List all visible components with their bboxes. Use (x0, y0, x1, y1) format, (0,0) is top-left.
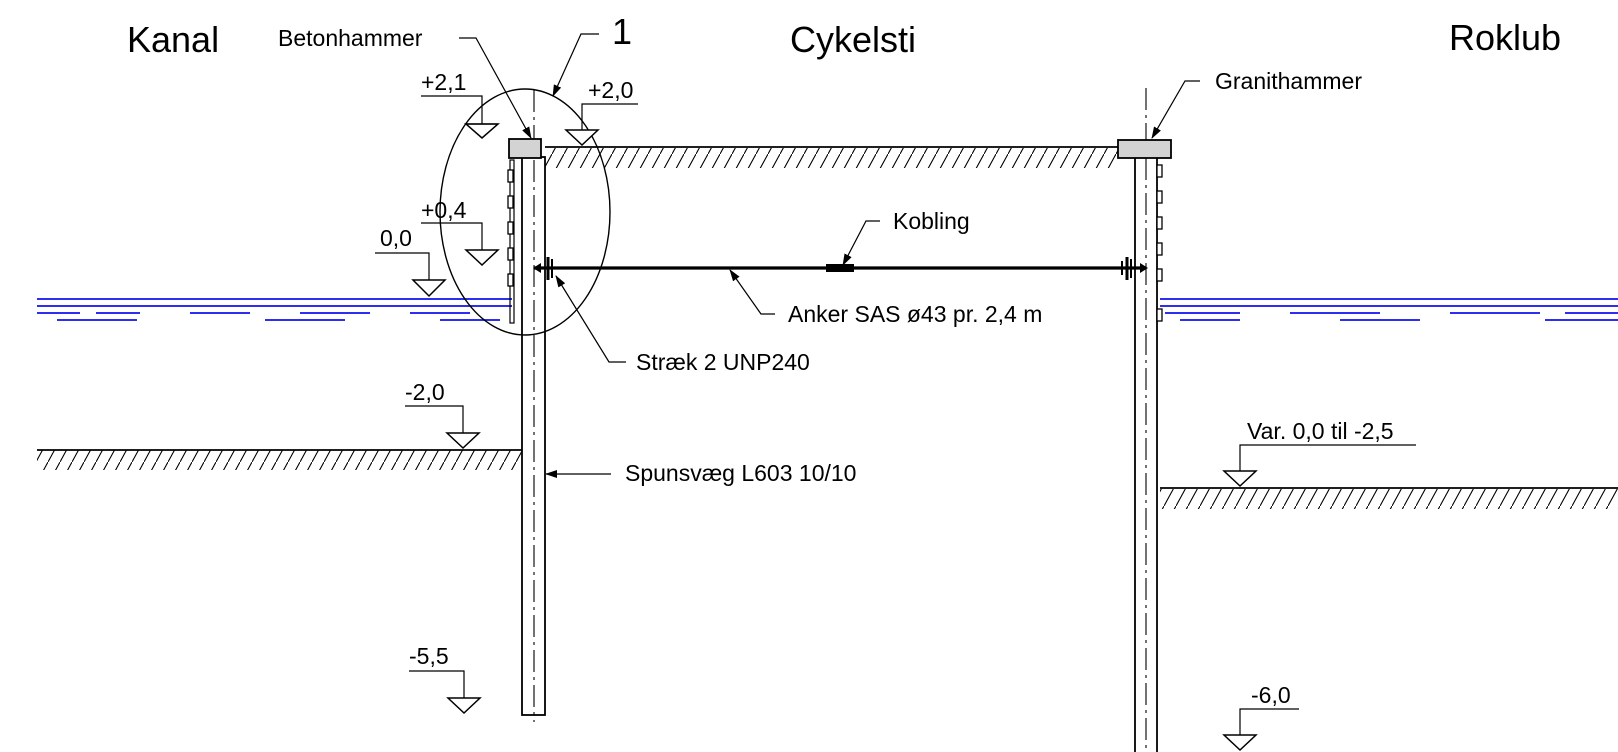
water-right (1160, 298, 1618, 321)
region-title-kanal: Kanal (127, 19, 219, 60)
water-left (37, 298, 512, 321)
left-timber-fenders (507, 169, 514, 287)
waler-callout: Stræk 2 UNP240 (555, 275, 810, 375)
level-marker-top-path: +2,0 (564, 77, 638, 147)
right-sheet-pile (1134, 88, 1158, 752)
cycle-path-surface (545, 146, 1118, 168)
detail-number: 1 (612, 11, 632, 52)
granite-cap-callout: Granithammer (1151, 68, 1362, 139)
level-marker-variable: Var. 0,0 til -2,5 (1222, 418, 1416, 488)
coupling-label: Kobling (893, 208, 970, 234)
right-timber-fenders (1156, 164, 1163, 322)
detail-callout: 1 (552, 11, 632, 97)
level-marker-water: 0,0 (375, 225, 447, 298)
detail-circle (439, 88, 611, 336)
roklub-ground (1160, 487, 1618, 509)
anchor-label: Anker SAS ø43 pr. 2,4 m (788, 301, 1042, 327)
level-marker-left-toe: -5,5 (409, 643, 482, 715)
right-anchor-plate (1121, 257, 1148, 280)
region-title-roklub: Roklub (1449, 17, 1561, 58)
left-sheet-pile (509, 90, 546, 722)
left-anchor-plate (533, 257, 553, 280)
sheet-pile-callout: Spunsvæg L603 10/10 (545, 460, 856, 486)
level-value-top-path: +2,0 (588, 77, 633, 103)
sheet-pile-label: Spunsvæg L603 10/10 (625, 460, 856, 486)
level-value-variable: Var. 0,0 til -2,5 (1247, 418, 1394, 444)
level-value-water: 0,0 (380, 225, 412, 251)
level-marker-canal-bed: -2,0 (405, 379, 481, 450)
waler-label: Stræk 2 UNP240 (636, 349, 810, 375)
level-value-left-toe: -5,5 (409, 643, 449, 669)
anchor-rod (534, 264, 1146, 272)
concrete-cap-label: Betonhammer (278, 25, 423, 51)
level-value-top-left: +2,1 (421, 69, 466, 95)
concrete-cap-callout: Betonhammer (278, 25, 532, 139)
level-value-right-toe: -6,0 (1251, 682, 1291, 708)
region-title-cykelsti: Cykelsti (790, 19, 916, 60)
level-value-canal-bed: -2,0 (405, 379, 445, 405)
concrete-cap (508, 138, 542, 159)
granite-cap-label: Granithammer (1215, 68, 1362, 94)
canal-bed (37, 449, 522, 470)
level-marker-top-left: +2,1 (421, 69, 500, 139)
anchor-callout: Anker SAS ø43 pr. 2,4 m (729, 269, 1042, 327)
granite-cap (1117, 139, 1172, 159)
level-value-fender-top: +0,4 (421, 197, 467, 223)
level-marker-right-toe: -6,0 (1222, 682, 1299, 752)
coupling-callout: Kobling (842, 208, 970, 266)
level-marker-fender-top: +0,4 (421, 197, 500, 267)
